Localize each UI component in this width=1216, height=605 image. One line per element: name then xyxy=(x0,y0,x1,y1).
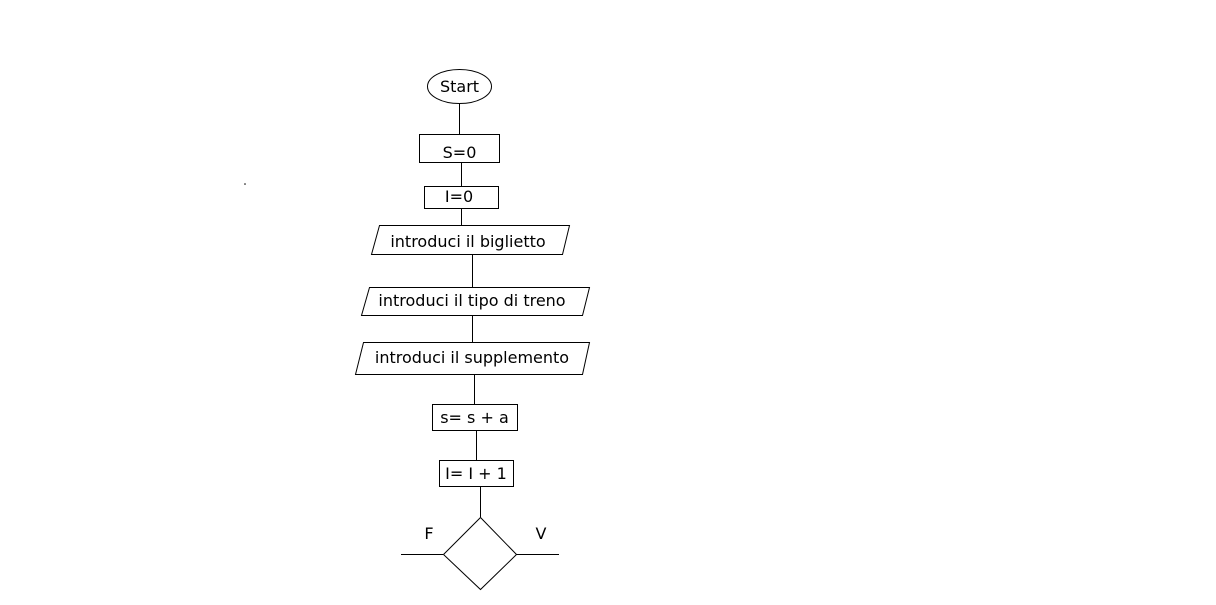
input-ticket-node: introduci il biglietto xyxy=(370,225,571,255)
s-init-node: S=0 xyxy=(419,134,500,163)
input-train-type-node: introduci il tipo di treno xyxy=(360,287,591,316)
input-supplement-parallelogram xyxy=(354,342,591,375)
start-node: Start xyxy=(427,69,492,104)
s-init-label: S=0 xyxy=(443,143,477,162)
i-init-label: I=0 xyxy=(445,187,473,206)
input-supplement-node: introduci il supplemento xyxy=(354,342,591,375)
start-label: Start xyxy=(440,77,479,96)
input-ticket-label: introduci il biglietto xyxy=(390,232,545,251)
decision-false-label: F xyxy=(424,524,433,543)
input-ticket-parallelogram xyxy=(370,225,571,255)
counter-update-label: I= I + 1 xyxy=(445,464,507,483)
input-train-type-label: introduci il tipo di treno xyxy=(378,291,565,310)
start-oval xyxy=(427,69,492,104)
input-train-type-parallelogram xyxy=(360,287,591,316)
stray-dot xyxy=(244,183,246,185)
sum-update-label: s= s + a xyxy=(440,408,509,427)
i-init-node: I=0 xyxy=(424,186,499,209)
connectors xyxy=(401,103,559,555)
decision-diamond xyxy=(442,516,518,591)
sum-update-node: s= s + a xyxy=(432,404,518,431)
decision-true-label: V xyxy=(536,524,547,543)
i-init-box xyxy=(424,186,499,209)
s-init-box xyxy=(419,134,500,163)
counter-update-node: I= I + 1 xyxy=(439,460,514,487)
counter-update-box xyxy=(439,460,514,487)
input-supplement-label: introduci il supplemento xyxy=(375,348,569,367)
decision-node: F V xyxy=(424,516,547,591)
sum-update-box xyxy=(432,404,518,431)
